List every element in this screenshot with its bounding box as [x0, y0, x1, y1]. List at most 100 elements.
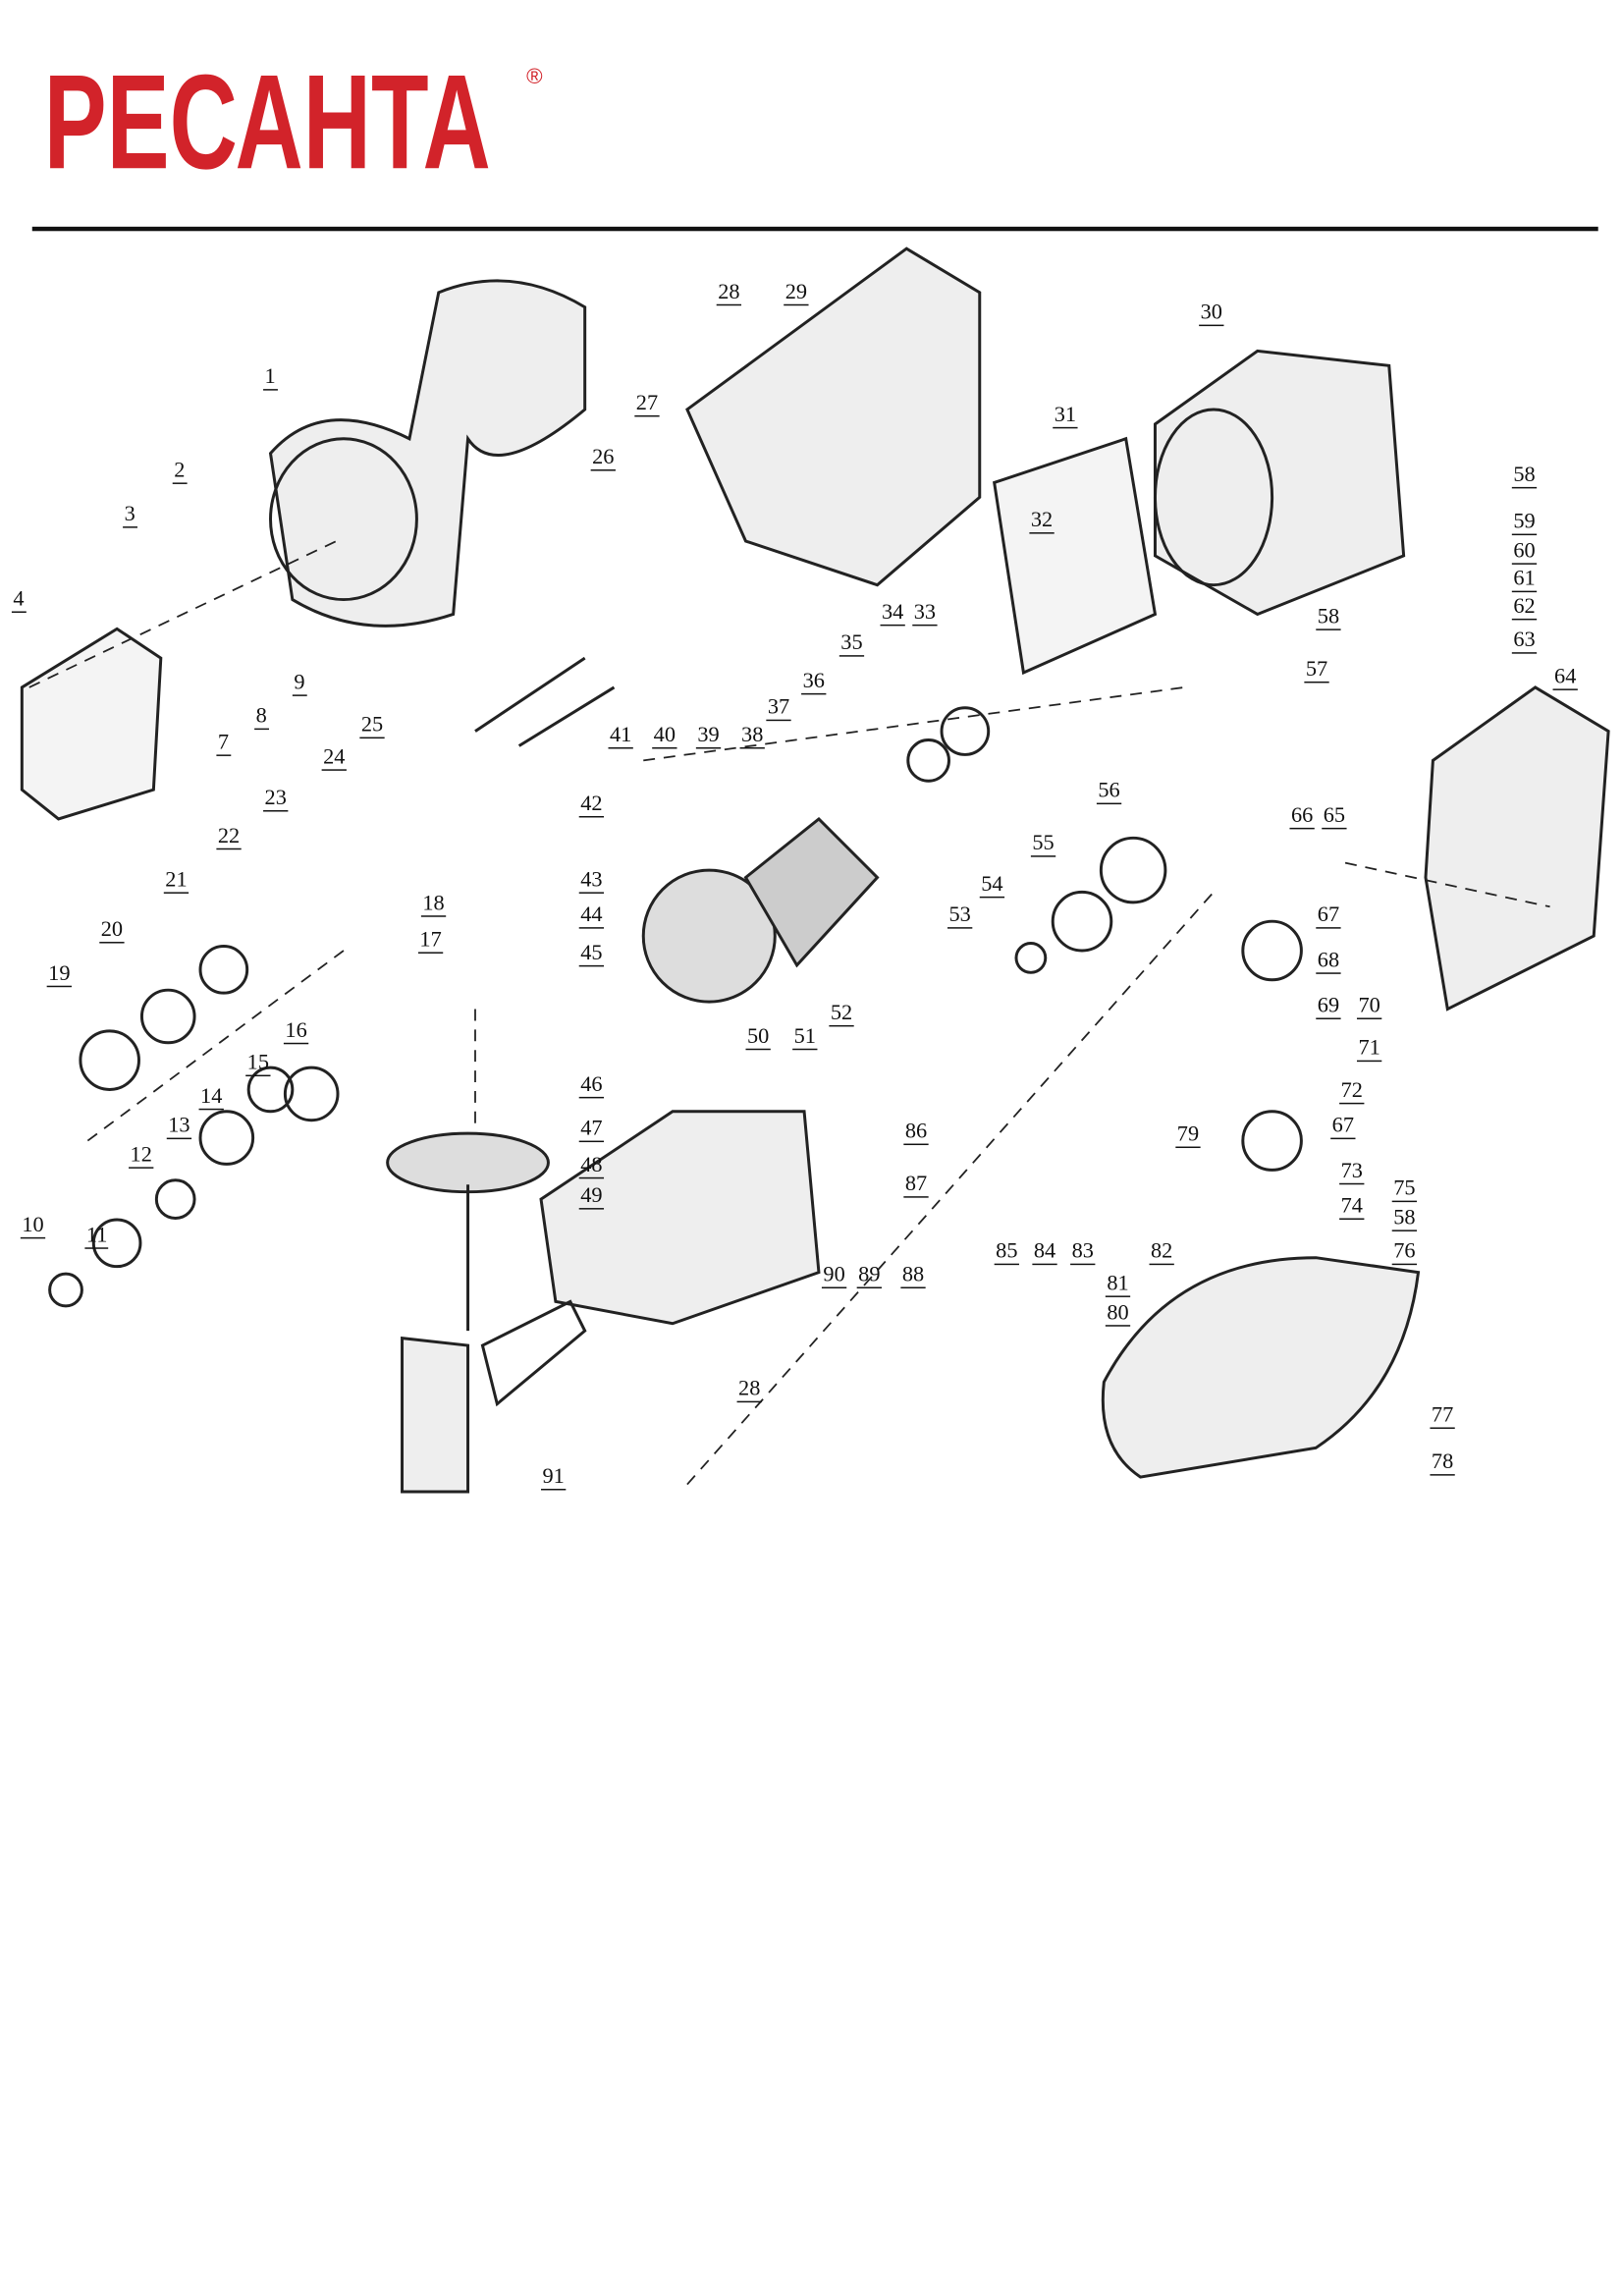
part-number-label: 87	[903, 1173, 929, 1198]
part-number-label: 55	[1030, 832, 1056, 857]
part-number-label: 79	[1175, 1122, 1201, 1149]
shoe-part	[401, 1299, 587, 1494]
part-number-label: 66	[1289, 804, 1315, 830]
part-number-label: 30	[1199, 301, 1224, 327]
part-number-label: 58	[1511, 464, 1538, 489]
gear-part	[386, 1131, 550, 1332]
part-number-label: 83	[1070, 1239, 1096, 1266]
part-number-label: 60	[1511, 539, 1538, 565]
part-number-label: 38	[739, 724, 765, 749]
part-number-label: 15	[245, 1051, 271, 1077]
part-number-label: 26	[590, 446, 616, 471]
part-number-label: 61	[1511, 567, 1538, 593]
part-number-label: 62	[1511, 595, 1538, 621]
part-number-label: 18	[420, 892, 447, 917]
part-number-label: 17	[417, 928, 444, 954]
part-number-label: 10	[20, 1214, 46, 1239]
brand-logo: РЕСАНТА	[43, 48, 491, 198]
part-number-label: 28	[736, 1377, 762, 1403]
front-housing-part	[268, 279, 587, 628]
registered-mark: ®	[526, 64, 543, 89]
part-number-label: 2	[172, 459, 187, 484]
part-number-label: 22	[216, 824, 242, 850]
armature-part	[641, 816, 880, 1004]
part-number-label: 67	[1316, 903, 1341, 929]
part-number-label: 37	[766, 695, 791, 722]
part-number-label: 71	[1356, 1036, 1382, 1063]
part-number-label: 31	[1053, 404, 1078, 429]
part-number-label: 27	[634, 392, 660, 417]
part-number-label: 51	[792, 1024, 818, 1051]
part-number-label: 25	[359, 713, 385, 739]
part-number-label: 46	[578, 1073, 605, 1099]
part-number-label: 40	[652, 724, 677, 749]
part-number-label: 77	[1430, 1403, 1455, 1429]
front-cover-part	[20, 627, 163, 821]
part-number-label: 11	[84, 1224, 109, 1249]
part-number-label: 49	[578, 1184, 605, 1210]
part-number-label: 73	[1339, 1159, 1365, 1185]
part-number-label: 54	[979, 873, 1005, 899]
part-number-label: 24	[321, 745, 347, 771]
part-number-label: 1	[263, 365, 278, 391]
part-number-label: 20	[99, 918, 125, 944]
part-number-label: 43	[578, 868, 605, 894]
part-number-label: 8	[254, 704, 269, 731]
part-number-label: 36	[801, 670, 827, 695]
bearings-part	[48, 706, 1303, 1308]
part-number-label: 23	[263, 787, 289, 812]
part-number-label: 41	[608, 724, 633, 749]
part-number-label: 75	[1391, 1176, 1418, 1203]
gearbox-part	[539, 1110, 821, 1326]
assembly-guide-lines	[28, 540, 1550, 1486]
part-number-label: 3	[123, 503, 137, 528]
part-number-label: 56	[1096, 779, 1122, 805]
part-number-label: 39	[695, 724, 722, 749]
stator-part	[992, 436, 1158, 676]
part-number-label: 82	[1149, 1239, 1174, 1266]
bottom-housing-part	[1101, 1256, 1421, 1479]
part-number-label: 88	[900, 1263, 926, 1288]
header-divider	[31, 226, 1598, 232]
part-number-label: 9	[292, 671, 306, 696]
part-number-label: 85	[994, 1239, 1019, 1266]
part-number-label: 13	[166, 1114, 192, 1140]
part-number-label: 72	[1339, 1079, 1365, 1105]
part-number-label: 16	[283, 1018, 309, 1045]
part-number-label: 91	[541, 1465, 567, 1491]
part-number-label: 19	[46, 961, 72, 988]
part-number-label: 84	[1032, 1239, 1057, 1266]
part-number-label: 21	[163, 868, 189, 894]
part-number-label: 86	[903, 1120, 929, 1146]
handle-part	[1424, 685, 1610, 1011]
part-number-label: 58	[1316, 605, 1341, 630]
part-number-label: 59	[1511, 510, 1538, 536]
part-number-label: 34	[880, 601, 905, 627]
part-number-label: 64	[1552, 665, 1578, 690]
part-number-label: 58	[1391, 1206, 1418, 1231]
part-number-label: 65	[1322, 804, 1347, 830]
part-number-label: 35	[839, 631, 865, 657]
part-number-label: 68	[1316, 949, 1341, 974]
part-number-label: 78	[1430, 1450, 1455, 1476]
part-number-label: 90	[821, 1263, 847, 1288]
part-number-label: 7	[216, 731, 231, 756]
part-number-label: 81	[1105, 1272, 1131, 1297]
part-number-label: 4	[11, 587, 27, 613]
part-number-label: 50	[745, 1024, 771, 1051]
part-number-label: 29	[784, 280, 809, 306]
part-number-label: 89	[856, 1263, 882, 1288]
part-number-label: 53	[947, 903, 973, 929]
part-number-label: 69	[1316, 994, 1341, 1019]
part-number-label: 28	[716, 280, 742, 306]
part-number-label: 14	[198, 1084, 224, 1111]
motor-housing-part	[1153, 349, 1406, 617]
gear-housing-part	[685, 246, 982, 587]
part-number-label: 33	[912, 601, 938, 627]
part-number-label: 63	[1511, 629, 1538, 654]
rods-part	[474, 656, 616, 747]
part-number-label: 76	[1391, 1239, 1418, 1266]
part-number-label: 32	[1029, 509, 1055, 534]
part-number-label: 48	[578, 1153, 605, 1179]
